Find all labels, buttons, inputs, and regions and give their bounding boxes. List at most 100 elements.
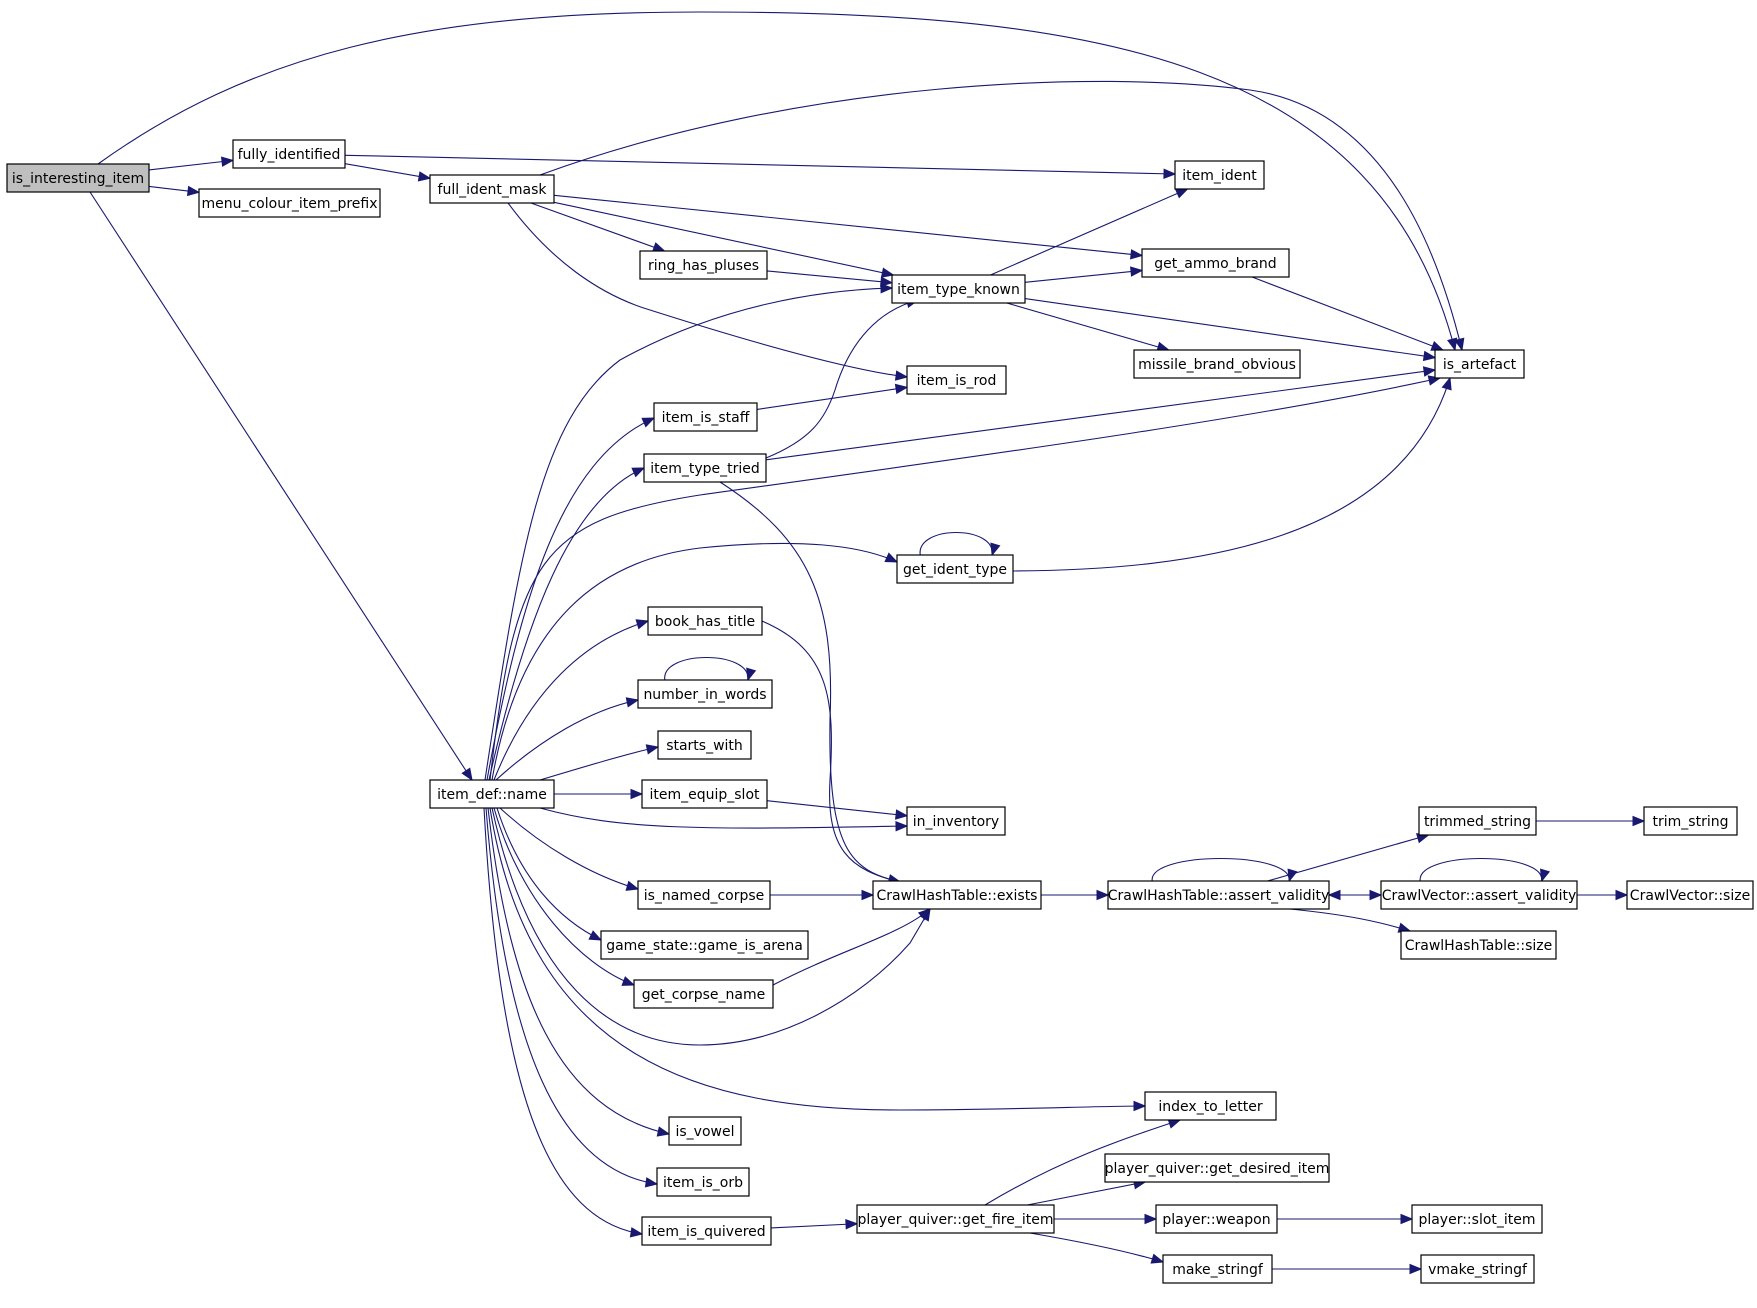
edge-item-type-known-to-get-ammo-brand bbox=[1024, 266, 1144, 283]
node-starts-with[interactable]: starts_with bbox=[657, 730, 752, 760]
arrowhead bbox=[417, 171, 432, 182]
node-is-artefact[interactable]: is_artefact bbox=[1434, 349, 1525, 379]
node-label: player_quiver::get_fire_item bbox=[858, 1212, 1054, 1228]
edge-player-quiver-get-fire-item-to-player-quiver-get-desired-item bbox=[1027, 1179, 1147, 1206]
edge-line bbox=[539, 746, 659, 781]
edge-line bbox=[530, 202, 665, 252]
arrowhead bbox=[625, 880, 640, 891]
node-player-quiver-get-desired-item[interactable]: player_quiver::get_desired_item bbox=[1104, 1153, 1330, 1183]
edge-crawlvector-assert-validity-to-crawlvector-size bbox=[1577, 889, 1629, 901]
node-box bbox=[641, 779, 768, 809]
arrowhead bbox=[621, 976, 636, 986]
node-is-vowel[interactable]: is_vowel bbox=[668, 1116, 742, 1146]
node-label: menu_colour_item_prefix bbox=[201, 196, 377, 212]
node-item-is-staff[interactable]: item_is_staff bbox=[653, 402, 758, 432]
arrowhead bbox=[1430, 340, 1445, 351]
node-make-stringf[interactable]: make_stringf bbox=[1162, 1254, 1273, 1284]
node-label: game_state::game_is_arena bbox=[606, 938, 803, 954]
node-get-ammo-brand[interactable]: get_ammo_brand bbox=[1141, 248, 1290, 278]
edge-line bbox=[484, 287, 893, 781]
node-item-is-rod[interactable]: item_is_rod bbox=[906, 365, 1007, 395]
node-player-slot-item[interactable]: player::slot_item bbox=[1411, 1204, 1543, 1234]
edge-line bbox=[772, 908, 931, 986]
node-trimmed-string[interactable]: trimmed_string bbox=[1418, 806, 1537, 836]
node-item-is-orb[interactable]: item_is_orb bbox=[656, 1167, 750, 1197]
arrowhead bbox=[917, 908, 931, 921]
node-crawlhashtable-exists[interactable]: CrawlHashTable::exists bbox=[872, 880, 1042, 910]
node-item-type-known[interactable]: item_type_known bbox=[891, 274, 1026, 304]
edge-is-interesting-item-to-menu-colour-item-prefix bbox=[148, 185, 201, 197]
edge-line bbox=[990, 188, 1188, 276]
arrowhead bbox=[220, 156, 235, 167]
edge-item-def-name-to-number-in-words bbox=[495, 697, 640, 781]
node-fully-identified[interactable]: fully_identified bbox=[232, 139, 346, 169]
node-item-ident[interactable]: item_ident bbox=[1174, 160, 1265, 190]
node-trim-string[interactable]: trim_string bbox=[1643, 806, 1738, 836]
edge-line bbox=[761, 620, 901, 883]
arrowhead bbox=[629, 1227, 644, 1238]
node-box bbox=[906, 365, 1007, 395]
node-box bbox=[1380, 880, 1578, 910]
node-index-to-letter[interactable]: index_to_letter bbox=[1144, 1091, 1277, 1121]
node-full-ident-mask[interactable]: full_ident_mask bbox=[429, 174, 555, 204]
arrowhead bbox=[895, 809, 909, 820]
node-is-named-corpse[interactable]: is_named_corpse bbox=[637, 880, 771, 910]
edge-line bbox=[487, 807, 670, 1135]
arrowhead bbox=[1096, 889, 1110, 901]
arrowhead bbox=[894, 383, 909, 395]
node-box bbox=[1162, 1254, 1273, 1284]
node-crawlvector-assert-validity[interactable]: CrawlVector::assert_validity bbox=[1380, 880, 1578, 910]
node-box bbox=[429, 779, 555, 809]
arrowhead bbox=[845, 1219, 859, 1230]
node-missile-brand-obvious[interactable]: missile_brand_obvious bbox=[1133, 349, 1301, 379]
node-player-quiver-get-fire-item[interactable]: player_quiver::get_fire_item bbox=[856, 1204, 1055, 1234]
node-get-ident-type[interactable]: get_ident_type bbox=[896, 554, 1014, 584]
node-item-equip-slot[interactable]: item_equip_slot bbox=[641, 779, 768, 809]
edge-line bbox=[495, 699, 639, 781]
node-crawlvector-size[interactable]: CrawlVector::size bbox=[1626, 880, 1754, 910]
node-item-is-quivered[interactable]: item_is_quivered bbox=[641, 1216, 772, 1246]
node-book-has-title[interactable]: book_has_title bbox=[647, 606, 763, 636]
node-label: item_is_orb bbox=[663, 1175, 743, 1191]
node-vmake-stringf[interactable]: vmake_stringf bbox=[1420, 1254, 1535, 1284]
node-crawlhashtable-size[interactable]: CrawlHashTable::size bbox=[1400, 930, 1557, 960]
node-menu-colour-item-prefix[interactable]: menu_colour_item_prefix bbox=[198, 188, 381, 218]
node-label: full_ident_mask bbox=[438, 182, 548, 198]
node-item-def-name[interactable]: item_def::name bbox=[429, 779, 555, 809]
node-label: item_ident bbox=[1182, 168, 1257, 184]
edge-player-weapon-to-player-slot-item bbox=[1277, 1213, 1414, 1225]
node-game-state-game-is-arena[interactable]: game_state::game_is_arena bbox=[600, 930, 809, 960]
edge-is-interesting-item-to-item-def-name bbox=[89, 191, 473, 782]
node-label: trimmed_string bbox=[1424, 814, 1531, 830]
node-is-interesting-item[interactable]: is_interesting_item bbox=[6, 163, 150, 193]
node-number-in-words[interactable]: number_in_words bbox=[637, 679, 773, 709]
arrowhead bbox=[861, 889, 875, 901]
node-label: is_interesting_item bbox=[12, 171, 144, 187]
arrowhead bbox=[880, 267, 895, 278]
node-box bbox=[641, 1216, 772, 1246]
edge-line bbox=[489, 807, 1146, 1111]
node-label: item_type_known bbox=[897, 282, 1020, 298]
edge-line bbox=[493, 807, 635, 986]
node-box bbox=[1418, 806, 1537, 836]
edge-fully-identified-to-item-ident bbox=[344, 154, 1177, 179]
node-player-weapon[interactable]: player::weapon bbox=[1155, 1204, 1278, 1234]
arrowhead bbox=[1130, 266, 1144, 277]
edge-line bbox=[483, 807, 643, 1235]
node-crawlhashtable-assert-validity[interactable]: CrawlHashTable::assert_validity bbox=[1107, 880, 1330, 910]
arrowhead bbox=[635, 619, 650, 630]
node-box bbox=[1174, 160, 1265, 190]
edge-is-named-corpse-to-crawlhashtable-exists bbox=[770, 889, 875, 901]
node-label: in_inventory bbox=[913, 814, 999, 830]
edge-get-ammo-brand-to-is-artefact bbox=[1251, 276, 1445, 351]
edge-item-type-known-to-is-artefact bbox=[1024, 298, 1437, 362]
node-item-type-tried[interactable]: item_type_tried bbox=[643, 453, 767, 483]
node-in-inventory[interactable]: in_inventory bbox=[906, 806, 1006, 836]
node-get-corpse-name[interactable]: get_corpse_name bbox=[633, 979, 774, 1009]
node-label: player_quiver::get_desired_item bbox=[1105, 1161, 1330, 1177]
node-ring-has-pluses[interactable]: ring_has_pluses bbox=[639, 250, 768, 280]
node-label: CrawlHashTable::exists bbox=[877, 888, 1038, 904]
edge-item-type-tried-to-item-type-known bbox=[765, 297, 920, 459]
node-box bbox=[1643, 806, 1738, 836]
edge-line bbox=[1027, 1181, 1146, 1206]
